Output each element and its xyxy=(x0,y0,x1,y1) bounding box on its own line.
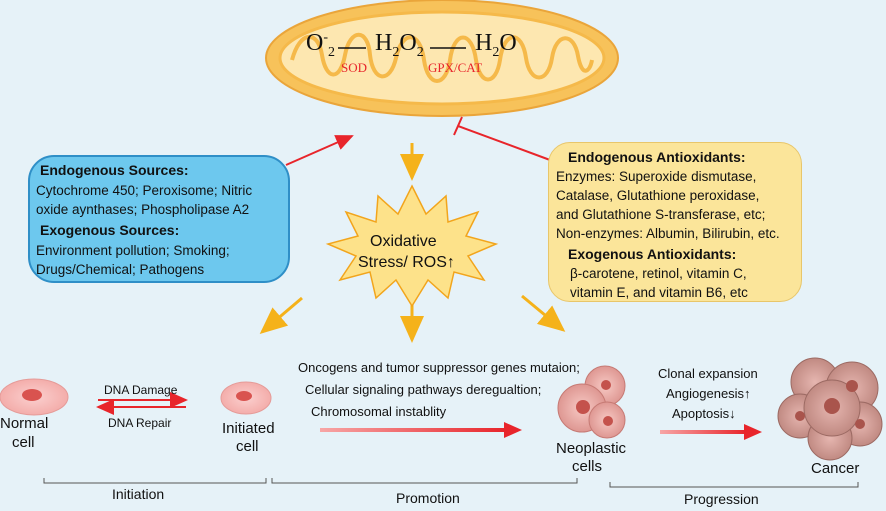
stress-to-neoplastic-arrow xyxy=(521,294,566,332)
normal-cell-image xyxy=(0,378,69,416)
mitochondrion xyxy=(265,0,619,117)
cancer-label: Cancer xyxy=(811,460,860,477)
antioxidants-box xyxy=(548,142,802,302)
progression-note-3: Apoptosis↓ xyxy=(672,406,736,421)
initiation-bracket xyxy=(43,478,267,484)
antioxidant-inhibition-arrow xyxy=(453,116,551,161)
progression-note-1: Clonal expansion xyxy=(658,366,758,381)
exogenous-sources-line-2: Drugs/Chemical; Pathogens xyxy=(36,262,205,277)
cancer-cells-image xyxy=(777,357,883,461)
endogenous-sources-line-2: oxide aynthases; Phospholipase A2 xyxy=(36,202,250,217)
promotion-note-3: Chromosomal instablity xyxy=(311,404,447,419)
initiated-cell-label-line-1: Initiated xyxy=(222,420,275,437)
neoplastic-cells-label-line-1: Neoplastic xyxy=(556,440,627,457)
promotion-note-1: Oncogens and tumor suppressor genes muta… xyxy=(298,360,580,375)
oxidative-stress-star xyxy=(325,184,499,308)
endogenous-antioxidants-line-3: and Glutathione S-transferase, etc; xyxy=(556,207,766,222)
endogenous-antioxidants-line-2: Catalase, Glutathione peroxidase, xyxy=(556,188,760,203)
initiated-cell-image xyxy=(220,381,272,415)
ros-sources-box xyxy=(28,155,290,283)
gpx-cat-enzyme-label: GPX/CAT xyxy=(428,60,483,75)
endogenous-sources-line-1: Cytochrome 450; Peroxisome; Nitric xyxy=(36,183,253,198)
exogenous-antioxidants-line-2: vitamin E, and vitamin B6, etc xyxy=(570,285,748,300)
endogenous-antioxidants-title: Endogenous Antioxidants: xyxy=(568,149,746,165)
endogenous-antioxidants-line-4: Non-enzymes: Albumin, Bilirubin, etc. xyxy=(556,226,780,241)
exogenous-antioxidants-title: Exogenous Antioxidants: xyxy=(568,246,737,262)
hydrogen-peroxide-label: H2O2 xyxy=(375,30,424,60)
oxidative-stress-line-1: Oxidative xyxy=(370,233,437,250)
superoxide-label: O-2 xyxy=(306,30,336,60)
initiation-phase-label: Initiation xyxy=(112,486,165,502)
initiated-cell-label-line-2: cell xyxy=(236,438,259,455)
water-label: H2O xyxy=(475,30,517,60)
promotion-phase-label: Promotion xyxy=(396,490,460,506)
promotion-arrow xyxy=(320,422,522,438)
normal-cell-label-line-1: Normal xyxy=(0,415,49,432)
endogenous-sources-title: Endogenous Sources: xyxy=(40,162,189,178)
progression-arrow xyxy=(660,424,762,440)
promotion-bracket xyxy=(271,478,578,484)
progression-phase-label: Progression xyxy=(684,491,759,507)
dna-damage-label: DNA Damage xyxy=(104,383,178,397)
endogenous-antioxidants-line-1: Enzymes: Superoxide dismutase, xyxy=(556,169,757,184)
sod-enzyme-label: SOD xyxy=(341,60,368,75)
promotion-note-2: Cellular signaling pathways deregualtion… xyxy=(305,382,542,397)
oxidative-stress-line-2: Stress/ ROS↑ xyxy=(358,254,455,271)
neoplastic-cells-image xyxy=(557,365,626,439)
normal-cell-label-line-2: cell xyxy=(12,434,35,451)
exogenous-sources-title: Exogenous Sources: xyxy=(40,222,180,238)
exogenous-sources-line-1: Environment pollution; Smoking; xyxy=(36,243,230,258)
dna-repair-label: DNA Repair xyxy=(108,416,172,430)
progression-note-2: Angiogenesis↑ xyxy=(666,386,751,401)
exogenous-antioxidants-line-1: β-carotene, retinol, vitamin C, xyxy=(570,266,747,281)
sources-to-mito-arrow xyxy=(285,135,354,166)
stress-to-initiated-arrow xyxy=(259,296,303,334)
progression-bracket xyxy=(609,482,859,488)
neoplastic-cells-label-line-2: cells xyxy=(572,458,603,475)
